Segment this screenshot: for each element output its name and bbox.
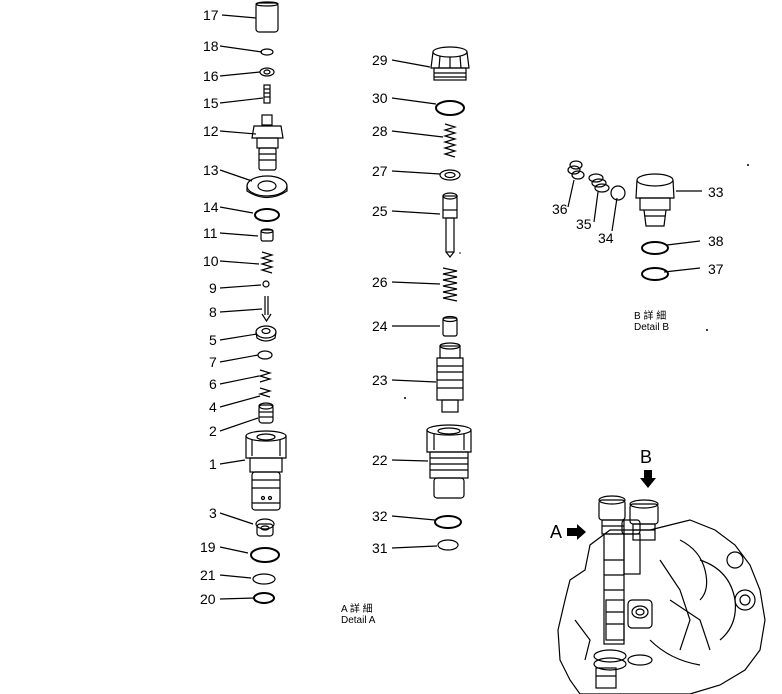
- label-15: 15: [203, 95, 219, 111]
- label-3: 3: [209, 505, 217, 521]
- label-29: 29: [372, 52, 388, 68]
- part-37-oring: [641, 267, 669, 281]
- part-23-spool: [436, 342, 464, 413]
- valve-assembly-view: [557, 495, 766, 694]
- part-7-ring: [257, 350, 273, 360]
- part-36-spring: [567, 160, 585, 180]
- part-3-plug: [255, 518, 275, 537]
- detail-b-caption-kanji: B 詳 細: [634, 311, 667, 322]
- view-label-b: B: [640, 447, 653, 467]
- part-19-oring: [250, 547, 280, 563]
- label-4: 4: [209, 399, 217, 415]
- label-36: 36: [552, 201, 568, 217]
- part-26-spring: [442, 267, 458, 302]
- part-27-ring: [439, 169, 461, 181]
- label-22: 22: [372, 452, 388, 468]
- part-15-screw: [263, 84, 271, 104]
- part-21-ring: [252, 573, 276, 585]
- view-label-a: A: [550, 522, 563, 542]
- detail-b-caption: Detail B: [634, 322, 670, 333]
- label-18: 18: [203, 38, 219, 54]
- part-18-ring: [260, 48, 274, 56]
- label-13: 13: [203, 162, 219, 178]
- label-8: 8: [209, 304, 217, 320]
- part-30-oring: [435, 100, 465, 116]
- part-24-sleeve: [442, 315, 458, 337]
- label-25: 25: [372, 203, 388, 219]
- part-29-cap: [430, 46, 470, 81]
- part-14-oring: [254, 208, 280, 222]
- part-32-oring: [434, 515, 462, 529]
- detail-b-leader-lines: [567, 179, 702, 273]
- part-1-body: [245, 430, 287, 511]
- label-9: 9: [209, 280, 217, 296]
- label-10: 10: [203, 253, 219, 269]
- part-33-cap: [635, 173, 675, 227]
- label-23: 23: [372, 372, 388, 388]
- label-24: 24: [372, 318, 388, 334]
- label-28: 28: [372, 123, 388, 139]
- label-14: 14: [203, 199, 219, 215]
- label-38: 38: [708, 233, 724, 249]
- label-12: 12: [203, 123, 219, 139]
- part-5-seat: [255, 325, 277, 342]
- label-27: 27: [372, 163, 388, 179]
- part-38-oring: [641, 241, 669, 255]
- part-20-oring: [253, 592, 275, 604]
- part-9-ball: [262, 280, 270, 288]
- part-4-spring: [257, 387, 273, 398]
- middle-leader-lines: [391, 59, 444, 549]
- label-26: 26: [372, 274, 388, 290]
- part-34-ball: [610, 185, 626, 201]
- label-37: 37: [708, 261, 724, 277]
- label-32: 32: [372, 508, 388, 524]
- part-8-needle: [261, 296, 272, 323]
- label-5: 5: [209, 332, 217, 348]
- part-12-plug: [251, 114, 284, 171]
- label-31: 31: [372, 540, 388, 556]
- label-2: 2: [209, 423, 217, 439]
- part-16-nut: [259, 67, 275, 77]
- part-28-spring: [442, 123, 458, 158]
- label-21: 21: [200, 567, 216, 583]
- label-35: 35: [576, 216, 592, 232]
- part-10-spring: [259, 251, 275, 274]
- label-11: 11: [203, 225, 218, 241]
- label-34: 34: [598, 230, 614, 246]
- view-arrow-b: [640, 470, 656, 488]
- left-leader-lines: [219, 14, 264, 600]
- label-17: 17: [203, 7, 219, 23]
- label-16: 16: [203, 68, 219, 84]
- part-35-spring: [588, 173, 610, 193]
- label-20: 20: [200, 591, 216, 607]
- label-7: 7: [209, 354, 217, 370]
- part-22-body: [426, 424, 472, 499]
- detail-a-caption-kanji: A 詳 細: [341, 604, 373, 615]
- part-17-cap: [255, 1, 279, 33]
- part-6-spring: [257, 369, 273, 383]
- part-11-sleeve: [260, 228, 274, 242]
- label-1: 1: [209, 456, 217, 472]
- part-31-oring: [437, 539, 459, 551]
- label-19: 19: [200, 539, 216, 555]
- stray-dots: [404, 164, 749, 399]
- view-arrow-a: [567, 524, 586, 540]
- part-2-bushing: [258, 402, 274, 424]
- part-13-washer: [246, 175, 288, 199]
- part-25-piston: [442, 192, 458, 258]
- label-33: 33: [708, 184, 724, 200]
- detail-a-caption: Detail A: [341, 615, 376, 626]
- label-6: 6: [209, 376, 217, 392]
- label-30: 30: [372, 90, 388, 106]
